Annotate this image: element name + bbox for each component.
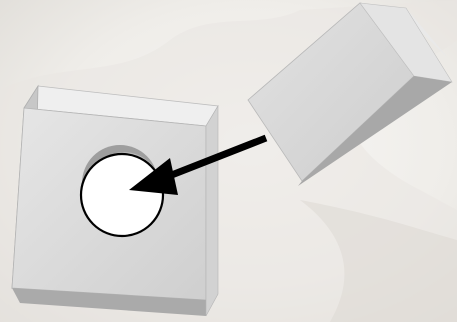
- block-right-face: [205, 104, 219, 317]
- loose-cube: [247, 2, 453, 186]
- block-with-hole: [11, 84, 219, 317]
- arrow-shaft: [162, 134, 268, 182]
- cube-bottom-face: [298, 76, 452, 186]
- hole-circle: [79, 152, 165, 238]
- arrow-icon: [129, 134, 268, 195]
- arrow-head: [129, 158, 178, 195]
- block-bottom-face: [12, 288, 206, 316]
- background-texture-2: [300, 200, 457, 322]
